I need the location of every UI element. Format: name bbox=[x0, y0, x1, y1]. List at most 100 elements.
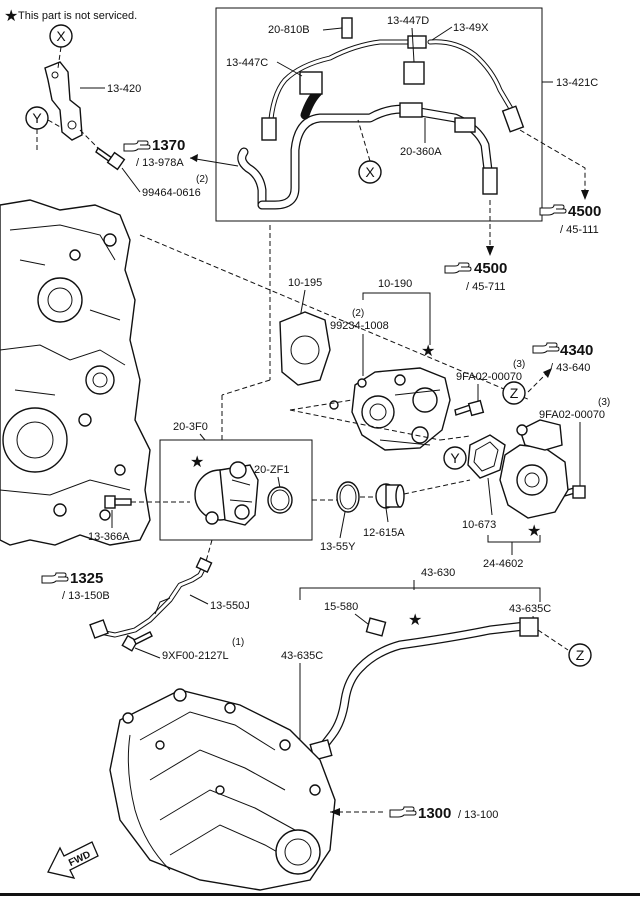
hose-clamp bbox=[399, 102, 423, 118]
legend-text: This part is not serviced. bbox=[18, 10, 137, 22]
pipe-13-550j bbox=[97, 562, 208, 638]
hose-connector-left bbox=[261, 117, 277, 141]
pointer-hand-icon bbox=[41, 572, 69, 584]
qty-9fa02-b: (3) bbox=[598, 397, 610, 408]
callout-y-mid-label: Y bbox=[450, 450, 460, 466]
bolt-9xf00-2127l bbox=[121, 631, 153, 652]
pointer-hand-icon bbox=[389, 806, 417, 818]
callout-z-upper bbox=[502, 381, 526, 405]
dowel-2 bbox=[329, 400, 339, 410]
label-10-190: 10-190 bbox=[378, 278, 412, 290]
bolt-9fa02-a bbox=[454, 399, 485, 417]
bolt-99464-0616 bbox=[95, 146, 126, 171]
bracket-13-420 bbox=[44, 61, 83, 141]
clamp-13-55y bbox=[336, 481, 360, 513]
ref-4500b-sub: / 45-711 bbox=[466, 281, 506, 293]
label-20-ZF1: 20-ZF1 bbox=[254, 464, 289, 476]
bottom-border bbox=[0, 893, 640, 896]
hose-assembly-box bbox=[215, 7, 543, 222]
ref-4500-a: 4500 / 45-111 bbox=[539, 203, 601, 236]
pointer-hand-icon bbox=[123, 140, 151, 152]
ref-1300: 1300 / 13-100 bbox=[389, 805, 498, 822]
label-13-550J: 13-550J bbox=[210, 600, 250, 612]
label-13-420: 13-420 bbox=[107, 83, 141, 95]
ref-1300-sub: / 13-100 bbox=[458, 809, 498, 821]
label-9FA02-00070-a: 9FA02-00070 bbox=[456, 371, 522, 383]
hose-joint bbox=[407, 35, 427, 49]
callout-z-lower-label: Z bbox=[576, 647, 585, 663]
clamp-43-635c-a bbox=[519, 617, 539, 637]
label-9XF00-2127L: 9XF00-2127L bbox=[162, 650, 229, 662]
coolant-housing-24-4602 bbox=[499, 419, 569, 519]
callout-x-box-label: X bbox=[365, 164, 375, 180]
legend-star-icon: ★ bbox=[4, 6, 18, 25]
label-20-810B: 20-810B bbox=[268, 24, 310, 36]
ref-1370: 1370 / 13-978A bbox=[123, 137, 185, 169]
thermostat-housing-20-3f0 bbox=[194, 461, 259, 526]
oring-20-zf1 bbox=[267, 486, 293, 514]
callout-z-upper-label: Z bbox=[510, 385, 519, 401]
callout-y-left-label: Y bbox=[32, 110, 42, 126]
ref-1325: 1325 / 13-150B bbox=[41, 570, 110, 602]
fitting-13-550j bbox=[89, 619, 109, 639]
clip-15-580 bbox=[365, 617, 387, 637]
label-15-580: 15-580 bbox=[324, 601, 358, 613]
label-13-447D: 13-447D bbox=[387, 15, 429, 27]
ref-4340-sub: / 43-640 bbox=[550, 362, 590, 374]
clip-13-447d bbox=[403, 61, 425, 85]
label-13-447C: 13-447C bbox=[226, 57, 268, 69]
label-13-366A: 13-366A bbox=[88, 531, 130, 543]
pointer-hand-icon bbox=[539, 204, 567, 216]
callout-y-mid bbox=[443, 446, 467, 470]
gasket-10-673 bbox=[467, 434, 506, 479]
label-9FA02-00070-b: 9FA02-00070 bbox=[539, 409, 605, 421]
ref-1370-num: 1370 bbox=[152, 137, 185, 154]
ref-4500b-num: 4500 bbox=[474, 260, 507, 277]
qty-99234: (2) bbox=[352, 308, 364, 319]
callout-z-lower bbox=[568, 643, 592, 667]
gasket-10-195 bbox=[279, 311, 331, 386]
ref-1325-num: 1325 bbox=[70, 570, 103, 587]
qty-9xf00: (1) bbox=[232, 637, 244, 648]
ref-1325-sub: / 13-150B bbox=[62, 590, 110, 602]
label-20-3F0: 20-3F0 bbox=[173, 421, 208, 433]
ref-4500a-sub: / 45-111 bbox=[560, 224, 599, 236]
ref-4500a-num: 4500 bbox=[568, 203, 601, 220]
callout-x-top-label: X bbox=[56, 28, 66, 44]
label-99234-1008: 99234-1008 bbox=[330, 320, 389, 332]
label-43-635C-b: 43-635C bbox=[281, 650, 323, 662]
label-43-630: 43-630 bbox=[421, 567, 455, 579]
label-10-195: 10-195 bbox=[288, 277, 322, 289]
label-20-360A: 20-360A bbox=[400, 146, 442, 158]
label-10-673: 10-673 bbox=[462, 519, 496, 531]
pointer-hand-icon bbox=[532, 342, 560, 354]
hose-connector-13-49x bbox=[501, 105, 525, 133]
ref-4500-b: 4500 / 45-711 bbox=[444, 260, 507, 293]
label-43-635C-a: 43-635C bbox=[509, 603, 551, 615]
ref-1300-num: 1300 bbox=[418, 805, 451, 822]
label-13-421C: 13-421C bbox=[556, 77, 598, 89]
engine-block-illustration bbox=[0, 199, 151, 546]
label-24-4602: 24-4602 bbox=[483, 558, 523, 570]
star-43-630: ★ bbox=[408, 610, 422, 629]
fitting-12-615a bbox=[375, 483, 405, 509]
star-20-3f0: ★ bbox=[190, 452, 204, 471]
star-10-190: ★ bbox=[421, 341, 435, 360]
label-13-55Y: 13-55Y bbox=[320, 541, 356, 553]
clip-13-447c bbox=[299, 71, 323, 95]
clip-20-810b bbox=[341, 17, 353, 39]
dowel-1 bbox=[357, 378, 367, 388]
water-pump-10-190 bbox=[351, 367, 451, 451]
thermostat-box bbox=[159, 439, 313, 541]
ref-4340: 4340 / 43-640 bbox=[532, 342, 593, 374]
label-12-615A: 12-615A bbox=[363, 527, 405, 539]
ref-4340-num: 4340 bbox=[560, 342, 593, 359]
pointer-hand-icon bbox=[444, 262, 472, 274]
qty-99464: (2) bbox=[196, 174, 208, 185]
star-24-4602: ★ bbox=[527, 521, 541, 540]
label-99464-0616: 99464-0616 bbox=[142, 187, 201, 199]
intake-manifold-illustration bbox=[109, 688, 336, 891]
fwd-arrow-icon: FWD bbox=[47, 841, 99, 879]
qty-9fa02-a: (3) bbox=[513, 359, 525, 370]
